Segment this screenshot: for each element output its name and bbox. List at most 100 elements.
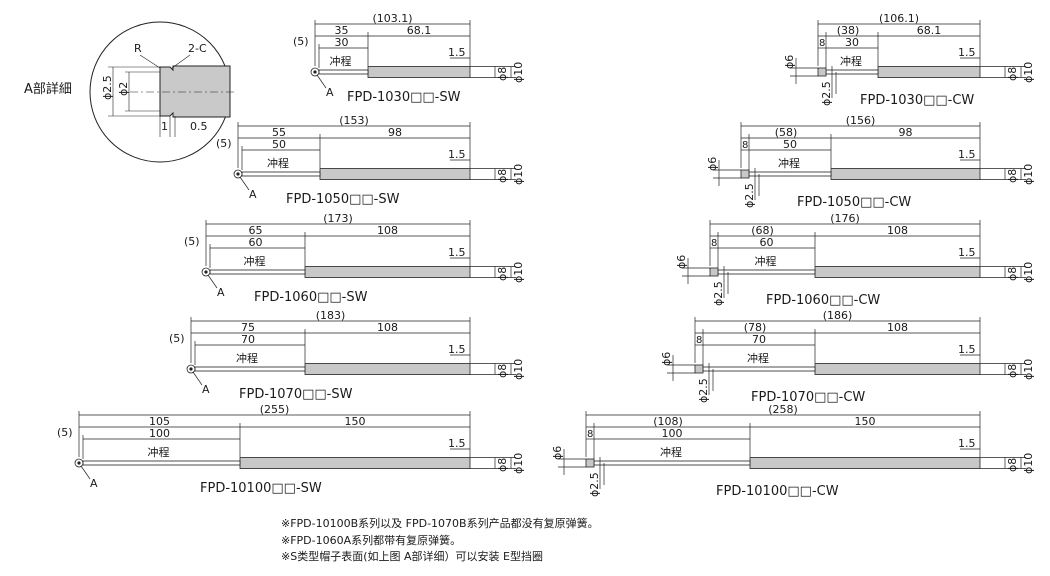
cylinder-body bbox=[877, 66, 981, 78]
dim-c: 108 bbox=[887, 321, 908, 334]
dim-dia-body: ϕ10 bbox=[512, 62, 525, 83]
rod-cap bbox=[709, 267, 719, 277]
detail-dim-outer: ϕ2.5 bbox=[101, 75, 114, 100]
dim-a: 65 bbox=[249, 224, 263, 237]
detail-caption: A部詳細 bbox=[24, 81, 72, 97]
stroke-label: 冲程 bbox=[148, 445, 170, 459]
stroke-label: 冲程 bbox=[330, 54, 352, 68]
note-line: ※S类型帽子表面(如上图 A部详细）可以安装 E型挡圈 bbox=[281, 550, 543, 563]
leader-line bbox=[207, 274, 218, 289]
dim-total: (183) bbox=[316, 309, 346, 322]
dim-1-5: 1.5 bbox=[958, 46, 976, 59]
piston-rod bbox=[209, 269, 306, 275]
model-name: FPD-1070□□-CW bbox=[751, 390, 865, 405]
dim-1-5: 1.5 bbox=[958, 246, 976, 259]
dim-5: (5) bbox=[57, 426, 73, 439]
dim-a: 55 bbox=[272, 126, 286, 139]
stroke-label: 冲程 bbox=[840, 54, 862, 68]
rod-cap-center bbox=[189, 367, 193, 371]
dim-dia-rod: ϕ8 bbox=[1006, 267, 1019, 281]
rod-cap bbox=[694, 364, 704, 374]
stroke-label: 冲程 bbox=[778, 156, 800, 170]
detail-rod-shape bbox=[159, 65, 231, 118]
dim-1-5: 1.5 bbox=[448, 148, 466, 161]
dim-dia-cap: ϕ6 bbox=[660, 352, 673, 366]
dim-total: (153) bbox=[339, 114, 369, 127]
notes: ※FPD-10100B系列以及 FPD-1070B系列产品都没有复原弹簧。 ※F… bbox=[281, 516, 599, 566]
dim-total: (156) bbox=[846, 114, 876, 127]
dim-1-5: 1.5 bbox=[958, 437, 976, 450]
dim-1-5: 1.5 bbox=[958, 343, 976, 356]
dim-a: (38) bbox=[837, 24, 860, 37]
dim-dia-rod: ϕ8 bbox=[1006, 67, 1019, 81]
piston-rod bbox=[748, 171, 832, 177]
dim-b: 50 bbox=[272, 138, 286, 151]
dim-c: 98 bbox=[899, 126, 913, 139]
piston-rod bbox=[593, 460, 751, 466]
dim-a: 35 bbox=[335, 24, 349, 37]
dim-b: 70 bbox=[241, 333, 255, 346]
cylinder-body bbox=[814, 363, 981, 375]
dim-dia-body: ϕ10 bbox=[1022, 164, 1035, 185]
model-name: FPD-1050□□-SW bbox=[286, 192, 400, 207]
dim-total: (186) bbox=[823, 309, 853, 322]
cylinder-body bbox=[830, 168, 981, 180]
model-name: FPD-1030□□-SW bbox=[347, 90, 461, 105]
detail-dim-offset: 0.5 bbox=[190, 120, 208, 133]
dim-dia-rod: ϕ8 bbox=[496, 67, 509, 81]
dim-dia-rod: ϕ8 bbox=[496, 169, 509, 183]
dim-8: 8 bbox=[819, 38, 825, 49]
dim-a: (58) bbox=[775, 126, 798, 139]
dim-a: 105 bbox=[149, 415, 170, 428]
leader-line bbox=[239, 176, 250, 191]
dim-a: 75 bbox=[241, 321, 255, 334]
dim-dia-rod: ϕ8 bbox=[496, 267, 509, 281]
dim-dia-body: ϕ10 bbox=[1022, 453, 1035, 474]
dim-dia-cap: ϕ6 bbox=[706, 157, 719, 171]
dim-dia-body: ϕ10 bbox=[1022, 359, 1035, 380]
dim-dia-cap: ϕ6 bbox=[675, 255, 688, 269]
piston-rod bbox=[194, 366, 306, 372]
model-name: FPD-1060□□-CW bbox=[766, 293, 880, 308]
rod-cap-center bbox=[313, 70, 317, 74]
dim-dia-body: ϕ10 bbox=[512, 453, 525, 474]
model-name: FPD-1050□□-CW bbox=[797, 195, 911, 210]
dim-5: (5) bbox=[169, 332, 185, 345]
dim-b: 70 bbox=[752, 333, 766, 346]
dim-dia-pin: ϕ2.5 bbox=[743, 183, 756, 208]
stroke-label: 冲程 bbox=[660, 445, 682, 459]
dim-dia-pin: ϕ2.5 bbox=[697, 378, 710, 403]
dim-b: 30 bbox=[845, 36, 859, 49]
dim-dia-pin: ϕ2.5 bbox=[588, 472, 601, 497]
dim-5: (5) bbox=[184, 235, 200, 248]
cylinder-body bbox=[367, 66, 471, 78]
dim-dia-body: ϕ10 bbox=[512, 164, 525, 185]
dim-dia-rod: ϕ8 bbox=[1006, 458, 1019, 472]
note-line: ※FPD-10100B系列以及 FPD-1070B系列产品都没有复原弹簧。 bbox=[281, 517, 599, 530]
detail-radius-label: R bbox=[134, 42, 142, 55]
dim-dia-cap: ϕ6 bbox=[551, 446, 564, 460]
dim-8: 8 bbox=[696, 335, 702, 346]
ref-label: A bbox=[90, 477, 98, 490]
model-name: FPD-1060□□-SW bbox=[254, 290, 368, 305]
dim-c: 108 bbox=[377, 224, 398, 237]
detail-radius-leader bbox=[139, 54, 161, 69]
rod-cap bbox=[817, 67, 827, 77]
ref-label: A bbox=[249, 188, 257, 201]
dim-total: (255) bbox=[260, 403, 290, 416]
technical-drawing: A部詳細 ϕ2.5 ϕ2 R 2-C 1 0.5 (103.1)353068.1… bbox=[24, 12, 1035, 499]
note-line: ※FPD-1060A系列都带有复原弹簧。 bbox=[281, 533, 462, 547]
dim-total: (173) bbox=[323, 212, 353, 225]
dim-a: (78) bbox=[744, 321, 767, 334]
dim-dia-body: ϕ10 bbox=[512, 359, 525, 380]
dim-a: (68) bbox=[751, 224, 774, 237]
rod-cap-center bbox=[77, 461, 81, 465]
dim-b: 30 bbox=[335, 36, 349, 49]
rod-cap-center bbox=[236, 172, 240, 176]
dim-1-5: 1.5 bbox=[448, 246, 466, 259]
